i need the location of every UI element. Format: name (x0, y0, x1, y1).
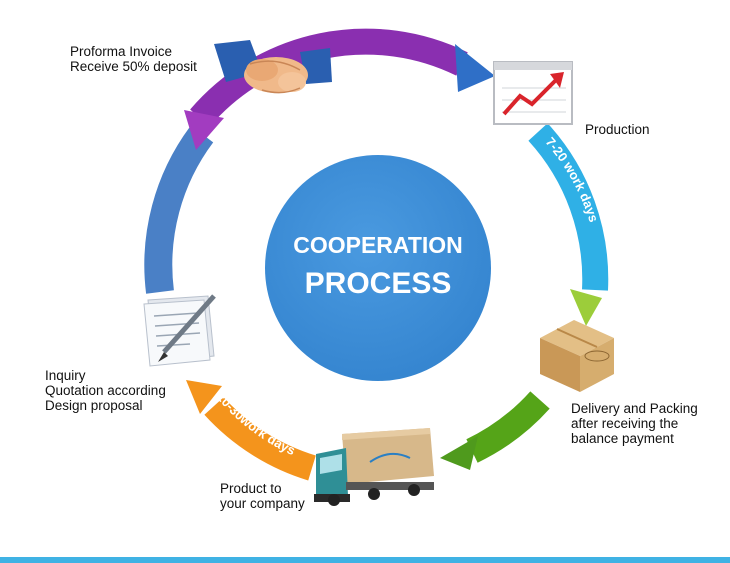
step-label-proforma-line1: Proforma Invoice (70, 44, 173, 59)
step-label-inquiry: Inquiry Quotation according Design propo… (45, 368, 166, 413)
arc-arrow-purple (455, 44, 495, 92)
step-label-delivery: Delivery and Packing after receiving the… (571, 401, 698, 446)
arc-segment-purple (190, 28, 468, 127)
step-label-production-line1: Production (585, 122, 650, 137)
center-title-line1: COOPERATION (293, 232, 463, 258)
step-label-delivery-line3: balance payment (571, 431, 674, 446)
arc-segment-green (466, 391, 550, 463)
step-label-product: Product to your company (220, 481, 305, 511)
step-label-inquiry-line3: Design proposal (45, 398, 143, 413)
box-icon (540, 320, 614, 392)
step-label-inquiry-line1: Inquiry (45, 368, 86, 383)
arc-arrow-blue (184, 110, 224, 150)
step-label-inquiry-line2: Quotation according (45, 383, 166, 398)
truck-icon (314, 428, 434, 506)
arc-segment-orange (204, 397, 317, 481)
document-icon (143, 294, 216, 367)
bottom-bar (0, 557, 730, 563)
arc-arrow-cyan (570, 289, 602, 326)
step-label-product-line1: Product to (220, 481, 282, 496)
center-title-line2: PROCESS (305, 267, 452, 300)
center-circle (265, 155, 491, 381)
step-label-delivery-line2: after receiving the (571, 416, 679, 431)
chart-icon (493, 61, 573, 125)
arc-segment-cyan (528, 123, 609, 291)
step-label-product-line2: your company (220, 496, 305, 511)
arc-segment-blue (144, 125, 214, 294)
step-label-proforma: Proforma Invoice Receive 50% deposit (70, 44, 197, 74)
step-label-production: Production (585, 122, 650, 137)
step-label-proforma-line2: Receive 50% deposit (70, 59, 197, 74)
handshake-icon (214, 40, 332, 94)
step-label-delivery-line1: Delivery and Packing (571, 401, 698, 416)
arc-arrow-orange (186, 380, 222, 414)
arc-arrow-green (440, 436, 478, 470)
